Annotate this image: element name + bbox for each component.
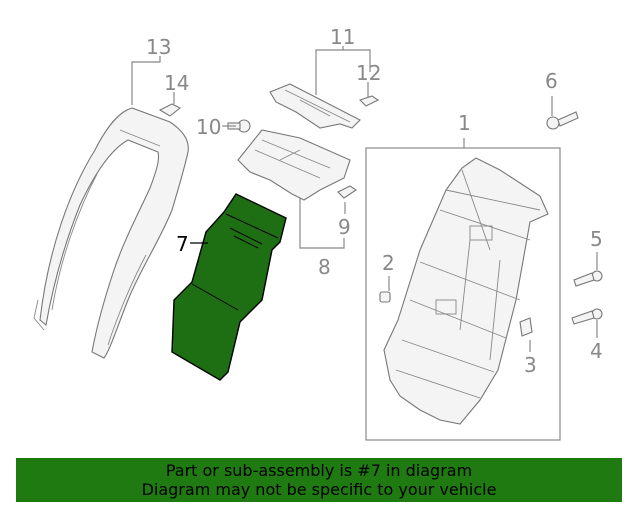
part-4-bolt xyxy=(571,308,603,325)
part-8-housing xyxy=(237,129,351,201)
callout-14: 14 xyxy=(164,71,189,95)
callout-13: 13 xyxy=(146,35,171,59)
part-6-bolt xyxy=(546,111,579,130)
banner-line-2: Diagram may not be specific to your vehi… xyxy=(141,480,497,499)
callout-5: 5 xyxy=(590,227,603,251)
part-14-clip xyxy=(158,103,182,117)
leader-lines xyxy=(131,46,598,352)
part-12-clip xyxy=(358,95,380,107)
part-13-trim-frame xyxy=(33,107,189,359)
callout-10: 10 xyxy=(196,115,221,139)
callout-8: 8 xyxy=(318,255,331,279)
callout-4: 4 xyxy=(590,339,603,363)
callout-12: 12 xyxy=(356,61,381,85)
parts-diagram: 13 14 11 12 10 9 8 7 1 2 3 6 5 4 xyxy=(33,25,603,441)
callout-11: 11 xyxy=(330,25,355,49)
banner-line-1: Part or sub-assembly is #7 in diagram xyxy=(165,461,473,480)
part-11-bracket xyxy=(269,83,361,129)
part-1-console xyxy=(383,157,549,425)
part-5-bolt xyxy=(573,270,603,287)
callout-6: 6 xyxy=(545,69,558,93)
part-3-clip xyxy=(519,317,533,337)
part-2-clip xyxy=(379,291,391,303)
callout-3: 3 xyxy=(524,353,537,377)
leader-13 xyxy=(131,56,161,105)
callout-7: 7 xyxy=(176,232,189,256)
part-7-armrest-pad xyxy=(171,193,287,381)
callout-1: 1 xyxy=(458,111,471,135)
callout-2: 2 xyxy=(382,251,395,275)
callout-9: 9 xyxy=(338,215,351,239)
info-banner: Part or sub-assembly is #7 in diagram Di… xyxy=(16,458,622,502)
leader-8 xyxy=(299,198,345,249)
part-1-box xyxy=(365,147,561,441)
part-9-clip xyxy=(337,185,357,199)
